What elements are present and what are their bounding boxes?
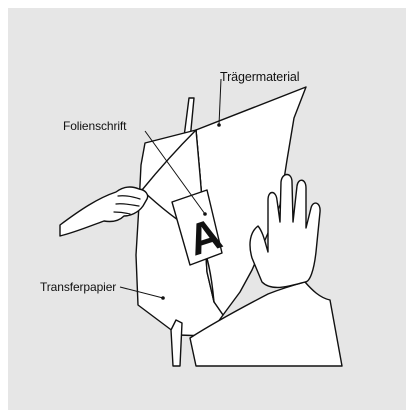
label-folienschrift: Folienschrift — [63, 119, 126, 133]
leader-traeger — [219, 79, 221, 125]
label-transferpapier: Transferpapier — [40, 280, 116, 294]
left-hand — [60, 187, 148, 236]
rod-bottom — [171, 320, 182, 366]
label-traegermaterial: Trägermaterial — [220, 70, 299, 84]
